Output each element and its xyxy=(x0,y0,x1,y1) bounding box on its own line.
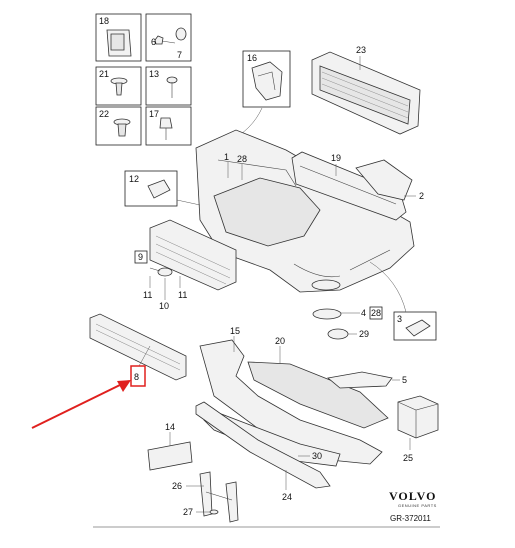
callout-6: 6 xyxy=(151,37,156,47)
callout-27: 27 xyxy=(183,507,193,517)
part-16-bracket: 16 xyxy=(242,50,291,108)
part-24-lip: 24 xyxy=(195,401,331,502)
callout-10: 10 xyxy=(159,301,169,311)
callout-11-right: 11 xyxy=(178,290,187,300)
callout-15: 15 xyxy=(230,326,240,336)
brand-tagline: GENUINE PARTS xyxy=(398,503,437,508)
part-7-washer xyxy=(175,27,187,41)
part-19-reinforcement: 19 xyxy=(291,151,407,221)
part-29-ring: 29 xyxy=(327,328,369,340)
callout-17: 17 xyxy=(149,109,159,119)
callout-8: 8 xyxy=(134,372,139,382)
callout-20: 20 xyxy=(275,336,285,346)
callout-22: 22 xyxy=(99,109,109,119)
callout-7: 7 xyxy=(177,50,182,60)
part-23-upper-grille: 23 xyxy=(311,45,421,135)
part-2-bracket: 2 xyxy=(355,159,424,201)
part-10-emblem: 11 11 10 xyxy=(143,267,187,311)
callout-4: 4 xyxy=(361,308,366,318)
callout-18: 18 xyxy=(99,16,109,26)
part-1-bumper-cover: 1 28 xyxy=(195,129,415,293)
part-20-shield: 20 xyxy=(247,336,389,429)
part-12-cover: 12 xyxy=(124,170,201,207)
callout-9: 9 xyxy=(138,252,143,262)
callout-19: 19 xyxy=(331,153,341,163)
callout-21: 21 xyxy=(99,69,109,79)
part-27-screw: 27 xyxy=(183,507,219,517)
volvo-brand: VOLVO GENUINE PARTS xyxy=(389,489,437,508)
part-17-bolt xyxy=(159,117,173,140)
callout-1: 1 xyxy=(224,152,229,162)
red-arrow-icon xyxy=(31,380,131,429)
part-6-bolt xyxy=(154,35,176,45)
part-14-plate-bracket: 14 xyxy=(147,422,193,471)
callout-11-left: 11 xyxy=(143,290,152,300)
callout-3: 3 xyxy=(397,314,402,324)
part-22-clip xyxy=(113,118,131,137)
part-8-mesh-insert xyxy=(89,313,187,381)
callout-24: 24 xyxy=(282,492,292,502)
callout-25: 25 xyxy=(403,453,413,463)
callout-28-fog: 28 xyxy=(371,308,381,318)
part-5-bracket: 5 xyxy=(327,371,407,389)
callout-14: 14 xyxy=(165,422,175,432)
fastener-grid: 18 6 7 21 13 22 17 xyxy=(95,13,192,146)
figure-code: GR-372011 xyxy=(390,514,431,523)
part-21-clip xyxy=(110,77,128,96)
callout-26: 26 xyxy=(172,481,182,491)
callout-13: 13 xyxy=(149,69,159,79)
part-3-cover: 3 xyxy=(369,261,437,341)
callout-12: 12 xyxy=(129,174,139,184)
part-18-clip xyxy=(106,29,132,57)
part-13-screw xyxy=(166,76,178,98)
part-26-support: 26 xyxy=(172,471,239,523)
callout-30: 30 xyxy=(312,451,322,461)
highlight-box-8 xyxy=(130,365,146,387)
callout-23: 23 xyxy=(356,45,366,55)
callout-16: 16 xyxy=(247,53,257,63)
callout-2: 2 xyxy=(419,191,424,201)
part-9-lower-grille: 9 xyxy=(134,219,237,291)
part-4-fog-surround: 4 28 xyxy=(312,306,383,320)
callout-28: 28 xyxy=(237,154,247,164)
callout-29: 29 xyxy=(359,329,369,339)
brand-name: VOLVO xyxy=(389,489,436,503)
part-25-package: 25 xyxy=(397,395,439,463)
callout-5: 5 xyxy=(402,375,407,385)
